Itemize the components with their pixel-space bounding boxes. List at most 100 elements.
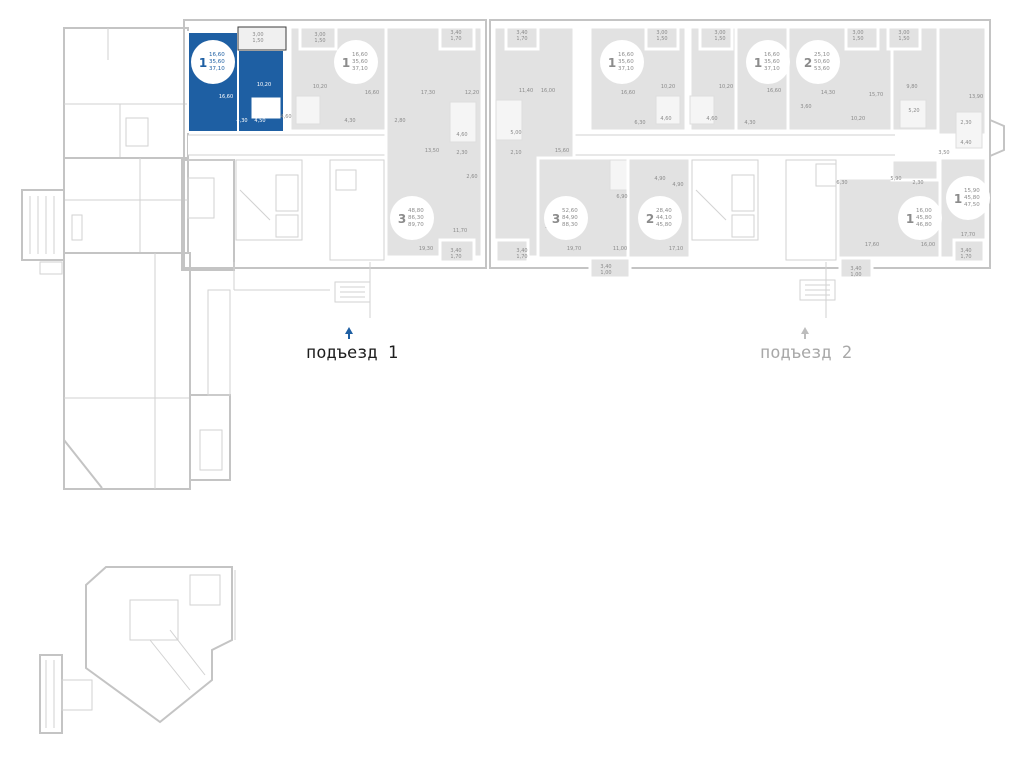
room-area-label: 2,80 — [394, 118, 405, 124]
room-area-label: 16,00 — [541, 88, 555, 94]
room-area-label: 16,60 — [621, 90, 635, 96]
room-area-label: 9,80 — [906, 84, 917, 90]
room-area-label: 4,60 — [706, 116, 717, 122]
room-area-label: 19,30 — [419, 246, 433, 252]
living-area: 16,00 — [916, 208, 932, 214]
lower-building — [39, 566, 236, 734]
room-area-label: 1,70 — [450, 254, 461, 260]
room-area-label: 14,30 — [821, 90, 835, 96]
room-area-label: 5,90 — [890, 176, 901, 182]
room-area-label: 4,40 — [960, 140, 971, 146]
room-area-label: 3,00 — [898, 30, 909, 36]
arrow-up-icon — [345, 327, 353, 339]
full-area: 47,50 — [964, 202, 980, 208]
room-area-label: 17,10 — [669, 246, 683, 252]
room-area-label: 15,60 — [555, 148, 569, 154]
full-area: 88,30 — [562, 222, 578, 228]
full-area: 46,80 — [916, 222, 932, 228]
room-area-label: 2,30 — [960, 120, 971, 126]
total-area: 84,90 — [562, 215, 578, 221]
room-area-label: 11,00 — [613, 246, 627, 252]
badge-circle — [946, 176, 990, 220]
living-area: 52,60 — [562, 208, 578, 214]
room-area-label: 10,20 — [719, 84, 733, 90]
badge-circle — [898, 196, 942, 240]
room-count: 1 — [608, 56, 616, 70]
room-count: 1 — [342, 56, 350, 70]
total-area: 86,30 — [408, 215, 424, 221]
living-area: 15,90 — [964, 188, 980, 194]
room-area-label: 1,50 — [656, 36, 667, 42]
room-area-label: 4,90 — [672, 182, 683, 188]
room-area-label: 16,60 — [365, 90, 379, 96]
room-area-label: 1,50 — [314, 38, 325, 44]
room-area-label: 4,50 — [254, 118, 265, 124]
room-area-label: 3,40 — [450, 30, 461, 36]
total-area: 45,80 — [964, 195, 980, 201]
room-area-label: 1,50 — [714, 36, 725, 42]
badge-circle — [544, 196, 588, 240]
room-area-label: 3,40 — [600, 264, 611, 270]
total-area: 35,60 — [764, 59, 780, 65]
entrance-1-label[interactable]: подъезд 1 — [306, 343, 398, 363]
total-area: 45,80 — [916, 215, 932, 221]
living-area: 28,40 — [656, 208, 672, 214]
room-area-label: 1,70 — [516, 36, 527, 42]
entrance-1-marker[interactable]: подъезд 1 — [306, 327, 398, 363]
full-area: 37,10 — [764, 66, 780, 72]
room-area-label: 6,30 — [634, 120, 645, 126]
room-area-label: 3,40 — [516, 30, 527, 36]
entrance-2-marker[interactable]: подъезд 2 — [760, 327, 852, 363]
badge-circle — [334, 40, 378, 84]
room-area-label: 17,70 — [961, 232, 975, 238]
room-area-label: 1,50 — [852, 36, 863, 42]
badge-circle — [638, 196, 682, 240]
room-area-label: 15,70 — [869, 92, 883, 98]
full-area: 37,10 — [209, 66, 225, 72]
room-count: 1 — [754, 56, 762, 70]
room-area-label: 4,60 — [456, 132, 467, 138]
room-area-label: 6,30 — [836, 180, 847, 186]
room-area-label: 13,50 — [425, 148, 439, 154]
room-count: 1 — [199, 56, 207, 70]
full-area: 37,10 — [352, 66, 368, 72]
room-area-label: 13,90 — [969, 94, 983, 100]
living-area: 48,80 — [408, 208, 424, 214]
room-area-label: 5,20 — [908, 108, 919, 114]
badge-circle — [746, 40, 790, 84]
room-area-label: 1,00 — [850, 272, 861, 278]
living-area: 16,60 — [352, 52, 368, 58]
entrance-2-label[interactable]: подъезд 2 — [760, 343, 852, 363]
badge-circle — [191, 40, 235, 84]
room-area-label: 4,30 — [744, 120, 755, 126]
room-area-label: 1,70 — [516, 254, 527, 260]
total-area: 50,60 — [814, 59, 830, 65]
room-area-label: 10,20 — [661, 84, 675, 90]
room-area-label: 1,50 — [252, 38, 263, 44]
room-count: 2 — [804, 56, 812, 70]
room-area-label: 2,10 — [510, 150, 521, 156]
room-count: 1 — [906, 212, 914, 226]
room-area-label: 3,00 — [714, 30, 725, 36]
room-count: 3 — [552, 212, 560, 226]
room-area-label: 3,00 — [656, 30, 667, 36]
full-area: 37,10 — [618, 66, 634, 72]
total-area: 35,60 — [352, 59, 368, 65]
full-area: 53,60 — [814, 66, 830, 72]
room-area-label: 11,40 — [519, 88, 533, 94]
living-area: 16,60 — [618, 52, 634, 58]
room-area-label: 11,70 — [453, 228, 467, 234]
room-area-label: 3,60 — [800, 104, 811, 110]
